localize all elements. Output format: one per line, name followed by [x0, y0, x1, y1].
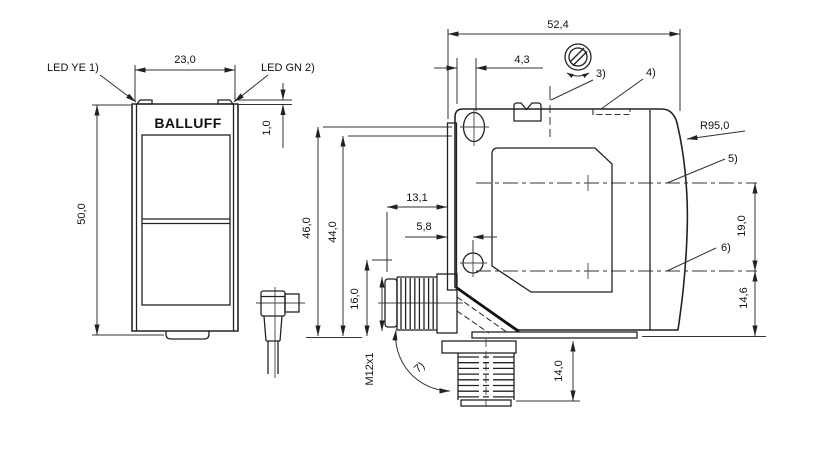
dim-19-0-label: 19,0 [736, 215, 748, 236]
plug-head [284, 293, 300, 313]
thread-ridges [400, 278, 434, 329]
front-window [141, 134, 231, 306]
m12-connector-horizontal [378, 273, 463, 334]
screw-outer [564, 43, 592, 71]
plug-taper [263, 315, 283, 342]
bottom-chamfer-edge [455, 286, 520, 333]
led-gn-label: LED GN 2) [261, 62, 315, 74]
dim-radius-label: R95,0 [700, 120, 729, 132]
hidden-slot [592, 109, 631, 116]
radius-leader [686, 130, 746, 141]
label-window [491, 147, 613, 293]
dim-width-label: 23,0 [174, 54, 195, 66]
angled-connector-detail [256, 287, 305, 378]
front-bottom-tab [165, 331, 210, 340]
front-body-outline [131, 103, 239, 332]
screw-slot [569, 47, 585, 63]
adjuster-screw-icon [564, 43, 592, 79]
foot-plate [471, 331, 638, 339]
plug-body [260, 290, 286, 317]
led-yellow-tab [135, 99, 153, 105]
dim-46-label: 46,0 [301, 217, 313, 238]
adjuster-hump [513, 102, 542, 122]
side-body-outline [454, 108, 689, 331]
callout-6-leader [666, 247, 717, 272]
callout-3-leader [550, 79, 594, 101]
dim-led-height-label: 1,0 [261, 120, 273, 135]
dim-44-label: 44,0 [327, 221, 339, 242]
callout-6-label: 6) [721, 242, 731, 254]
thread-zone [396, 276, 437, 331]
screw-inner [568, 47, 588, 67]
led-green-tab [217, 99, 235, 105]
callout-7-label: 7) [412, 360, 427, 375]
front-plate [446, 122, 458, 291]
screw-slot [572, 51, 588, 66]
dim-14-6-label: 14,6 [738, 287, 750, 308]
led-ye-label: LED YE 1) [47, 62, 99, 74]
callout-5-label: 5) [728, 153, 738, 165]
m12-connector-vertical [441, 339, 517, 409]
led-gn-leader [233, 74, 269, 103]
led-ye-leader [99, 74, 137, 103]
dim-m12-label: M12x1 [364, 352, 376, 385]
hidden-chamfer-line [456, 296, 509, 334]
dim-14-0-label: 14,0 [553, 360, 565, 381]
callout-3-label: 3) [596, 68, 606, 80]
callout-4-label: 4) [646, 67, 656, 79]
dim-13-1-label: 13,1 [406, 192, 427, 204]
callout-4-leader [600, 78, 644, 110]
balluff-logo: BALLUFF [154, 115, 221, 131]
connector-collar [441, 340, 517, 354]
dim-16-label: 16,0 [349, 288, 361, 309]
rotation-arc [392, 329, 451, 394]
dim-height-label: 50,0 [76, 203, 88, 224]
front-view: BALLUFF 23,0 LED YE 1) LED GN 2) 1,0 50,… [47, 54, 315, 340]
side-view: 7) 3) 4) 5) 6) R95,0 52,4 4,3 [301, 19, 766, 409]
callout-5-leader [666, 158, 726, 184]
dim-5-8-label: 5,8 [416, 221, 431, 233]
dim-overall-width-label: 52,4 [547, 19, 568, 31]
dim-hole-offset-label: 4,3 [514, 54, 529, 66]
rotate-arrow-icon [566, 72, 590, 79]
hidden-chamfer-line [456, 310, 490, 334]
